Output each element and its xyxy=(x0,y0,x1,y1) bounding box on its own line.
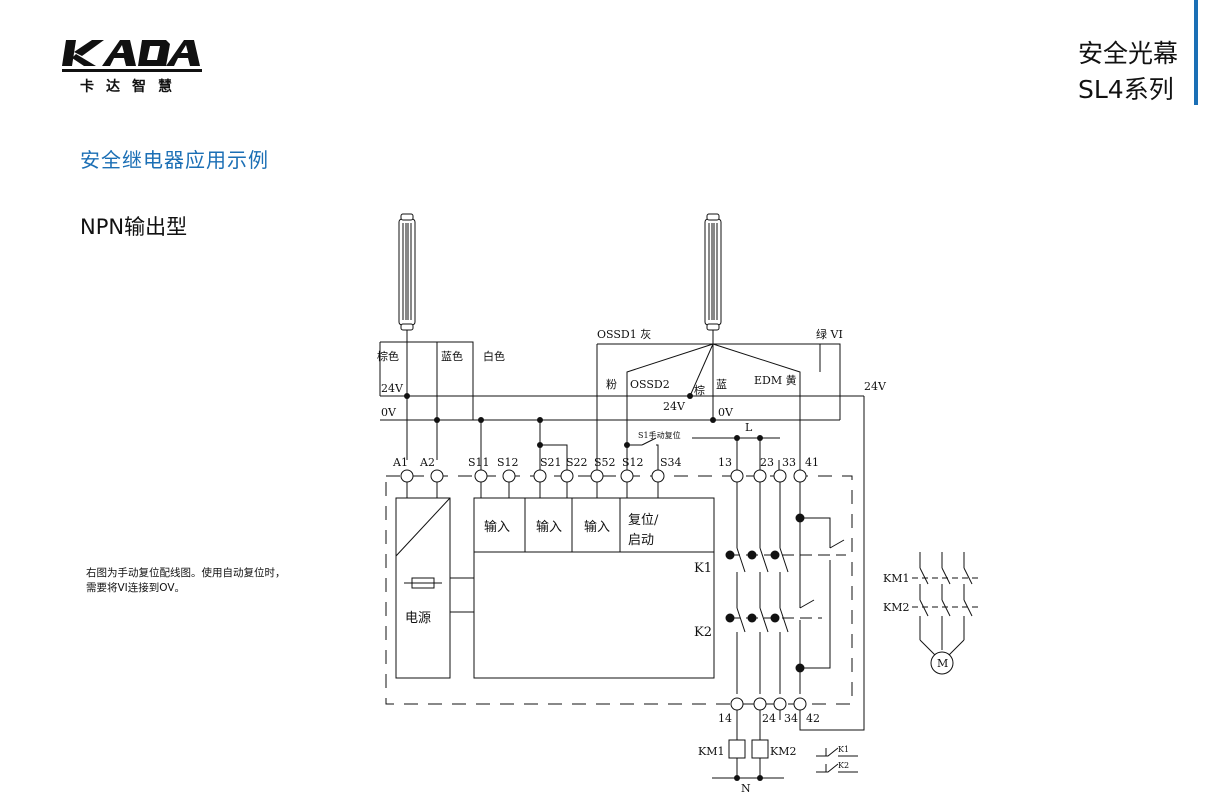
terminal-s21: S21 xyxy=(540,456,562,469)
rail-24v-left: 24V xyxy=(381,382,404,395)
coil-km1-label: KM1 xyxy=(698,745,724,758)
section-title: 安全继电器应用示例 xyxy=(80,148,269,172)
light-curtain-emitter xyxy=(398,213,416,340)
block-input-2: 输入 xyxy=(536,519,562,535)
wire-label-blue2: 蓝 xyxy=(716,378,727,391)
rail-24v-right: 24V xyxy=(864,380,887,393)
terminal-41: 41 xyxy=(805,456,819,469)
legend-k1: K1 xyxy=(838,745,849,754)
note-line2: 需要将VI连接到OV。 xyxy=(86,582,186,594)
motor-km2-label: KM2 xyxy=(883,601,909,614)
terminal-s22: S22 xyxy=(566,456,588,469)
rail-24v-mid: 24V xyxy=(663,400,686,413)
terminal-s52: S52 xyxy=(594,456,616,469)
wire-label-brown2: 棕 xyxy=(694,383,705,397)
line-n-label: N xyxy=(741,782,751,795)
rail-0v-left: 0V xyxy=(381,406,397,419)
motor-m-label: M xyxy=(937,657,948,670)
terminal-14: 14 xyxy=(718,712,732,725)
header-accent-bar xyxy=(1194,0,1198,105)
block-reset-line1: 复位/ xyxy=(628,513,659,528)
terminal-a2: A2 xyxy=(419,456,435,469)
terminal-24: 24 xyxy=(762,712,776,725)
contact-legend xyxy=(816,747,858,773)
coil-km2-label: KM2 xyxy=(770,745,796,758)
terminal-s12: S12 xyxy=(497,456,519,469)
wire-label-ossd2: OSSD2 xyxy=(630,378,670,391)
motor-circuit xyxy=(912,552,978,675)
relay-k1-label: K1 xyxy=(694,561,712,576)
block-input-1: 输入 xyxy=(484,519,510,535)
wire-label-ossd1: OSSD1 灰 xyxy=(597,327,651,341)
terminal-23: 23 xyxy=(760,456,774,469)
motor-km1-label: KM1 xyxy=(883,572,909,585)
product-title: 安全光幕 SL4系列 xyxy=(1078,36,1178,108)
kada-logo xyxy=(62,40,202,72)
rail-0v-mid: 0V xyxy=(718,406,734,419)
legend-k2: K2 xyxy=(838,761,849,770)
relay-contacts xyxy=(728,482,846,694)
wire-label-green-vi: 绿 VI xyxy=(816,327,843,341)
light-curtain-receiver xyxy=(704,213,722,344)
logo-subtitle: 卡达智慧 xyxy=(80,79,184,95)
terminal-a1: A1 xyxy=(392,456,408,469)
terminal-s12b: S12 xyxy=(622,456,644,469)
wire-label-white: 白色 xyxy=(483,349,505,363)
block-input-3: 输入 xyxy=(584,519,610,535)
block-reset-line2: 启动 xyxy=(628,533,654,548)
terminal-33: 33 xyxy=(782,456,796,469)
line-l-label: L xyxy=(745,421,753,434)
note-line1: 右图为手动复位配线图。使用自动复位时， xyxy=(86,567,286,579)
block-power: 电源 xyxy=(405,611,431,626)
product-title-line1: 安全光幕 xyxy=(1077,39,1178,68)
relay-k2-label: K2 xyxy=(694,625,712,640)
product-title-line2: SL4系列 xyxy=(1077,75,1174,104)
wire-label-blue: 蓝色 xyxy=(441,349,463,363)
wire-label-edm: EDM 黄 xyxy=(754,373,797,387)
terminal-13: 13 xyxy=(718,456,732,469)
wire-label-brown: 棕色 xyxy=(377,349,399,363)
terminal-s11: S11 xyxy=(468,456,490,469)
wire-label-pink: 粉 xyxy=(606,378,617,391)
wiring-note: 右图为手动复位配线图。使用自动复位时， 需要将VI连接到OV。 xyxy=(86,566,346,596)
terminal-34: 34 xyxy=(784,712,798,725)
switch-label: S1手动复位 xyxy=(638,430,681,440)
terminal-42: 42 xyxy=(806,712,820,725)
terminal-s34: S34 xyxy=(660,456,682,469)
sub-title: NPN输出型 xyxy=(80,215,188,239)
